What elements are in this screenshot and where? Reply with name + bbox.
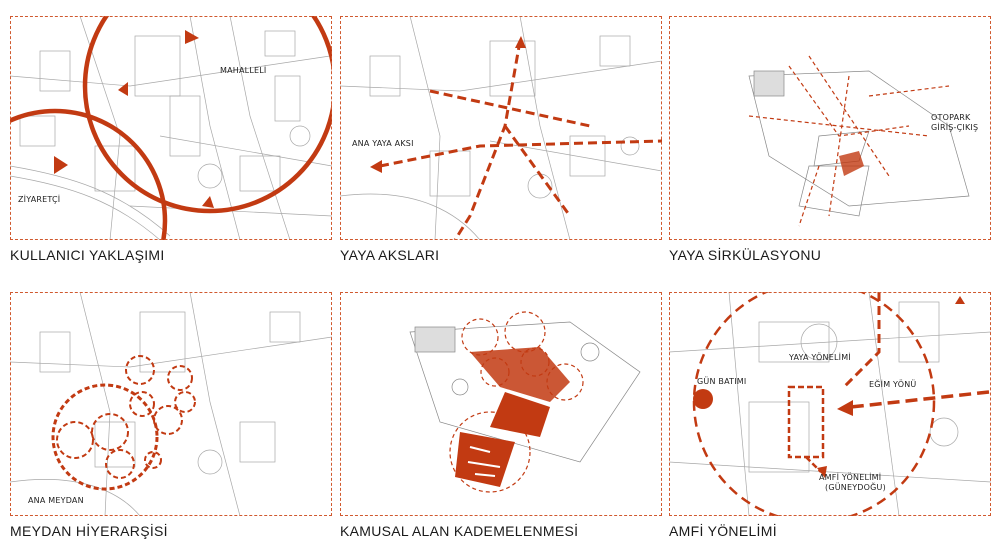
- panel-frame: [669, 16, 991, 240]
- arrow-icon: [54, 156, 68, 174]
- caption-pedestrian-axes: YAYA AKSLARI: [340, 247, 440, 263]
- label-slope: EĞİM YÖNÜ: [869, 378, 916, 389]
- panel-frame: [10, 16, 332, 240]
- label-amphi: AMFİ YÖNELİMİ: [819, 472, 881, 482]
- label-pedestrian-orientation: YAYA YÖNELİMİ: [788, 352, 851, 362]
- label-entry-exit: GİRİŞ-ÇIKIŞ: [931, 122, 978, 132]
- caption-square-hierarchy: MEYDAN HİYERARŞİSİ: [10, 523, 168, 539]
- label-neighborhood: MAHALLELİ: [220, 65, 266, 75]
- axonometric-diagram: [409, 311, 641, 493]
- label-parking: OTOPARK: [931, 113, 971, 122]
- panel-frame: [340, 292, 662, 516]
- arrow-icon: [515, 36, 526, 48]
- neighborhood-approach-ring: [82, 16, 332, 214]
- axonometric-diagram: OTOPARK GİRİŞ-ÇIKIŞ: [748, 55, 978, 227]
- arrow-icon: [185, 30, 199, 44]
- arrow-icon: [202, 196, 214, 208]
- panel-pedestrian-axes: ANA YAYA AKSI: [340, 16, 662, 240]
- label-main-square: ANA MEYDAN: [28, 496, 84, 505]
- arrow-icon: [817, 466, 827, 478]
- label-sunset: GÜN BATIMI: [697, 376, 746, 386]
- arrow-icon: [118, 82, 128, 96]
- panel-amphi-orientation: GÜN BATIMI YAYA YÖNELİMİ EĞİM YÖNÜ AMFİ …: [669, 292, 991, 516]
- panel-frame: [340, 16, 662, 240]
- arrow-icon: [837, 400, 853, 416]
- site-plan-map: ANA YAYA AKSI: [340, 16, 662, 240]
- label-southeast: (GÜNEYDOĞU): [825, 481, 886, 492]
- panel-user-approach: MAHALLELİ ZİYARETÇİ: [10, 16, 332, 240]
- caption-pedestrian-circulation: YAYA SİRKÜLASYONU: [669, 247, 822, 263]
- axis-north-south: [453, 40, 522, 240]
- sun-icon: [693, 389, 713, 409]
- slope-direction-arrow: [850, 390, 990, 409]
- panel-frame: [669, 292, 991, 516]
- panel-public-space-tiers: [340, 292, 662, 516]
- caption-public-space-tiers: KAMUSAL ALAN KADEMELENMESİ: [340, 523, 579, 539]
- panel-pedestrian-circulation: OTOPARK GİRİŞ-ÇIKIŞ: [669, 16, 991, 240]
- panel-square-hierarchy: ANA MEYDAN: [10, 292, 332, 516]
- site-plan-map: ANA MEYDAN: [10, 292, 332, 516]
- site-plan-map: GÜN BATIMI YAYA YÖNELİMİ EĞİM YÖNÜ AMFİ …: [669, 292, 991, 516]
- main-square-ring: [51, 383, 159, 491]
- visitor-approach-ring: [10, 108, 168, 240]
- arrow-icon: [370, 160, 382, 173]
- label-main-axis: ANA YAYA AKSI: [352, 139, 414, 148]
- caption-amphi-orientation: AMFİ YÖNELİMİ: [669, 523, 777, 539]
- site-plan-map: MAHALLELİ ZİYARETÇİ: [10, 16, 332, 240]
- axis-main: [379, 139, 662, 168]
- panel-frame: [10, 292, 332, 516]
- label-visitor: ZİYARETÇİ: [18, 194, 60, 204]
- caption-user-approach: KULLANICI YAKLAŞIMI: [10, 247, 165, 263]
